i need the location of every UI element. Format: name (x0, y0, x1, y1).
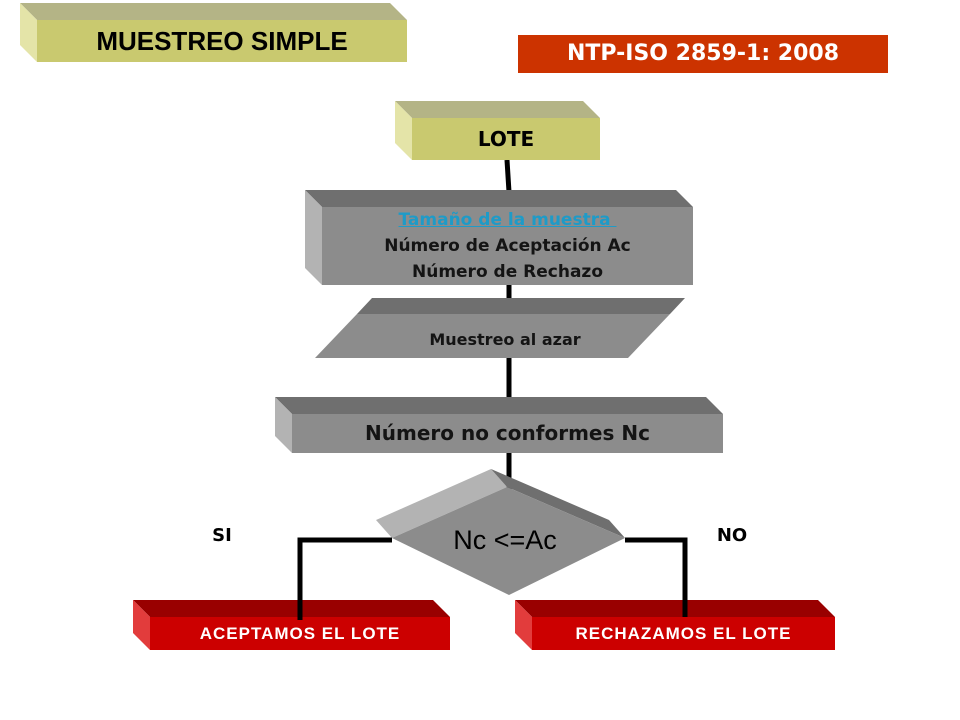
decision-node-front-face (392, 487, 625, 595)
lot-node-left-face (395, 101, 412, 160)
branch-no-connector (625, 537, 688, 617)
title-box-left-face (20, 3, 37, 62)
branch-yes-connector (297, 537, 392, 620)
accept-node (133, 600, 450, 650)
connector-lot-to-plan (504, 159, 512, 193)
title-box-top-face (20, 3, 407, 20)
count-node-front-face (292, 414, 723, 453)
lot-node-label: LOTE (477, 127, 535, 151)
branch-no-label: NO (716, 525, 748, 546)
title-box-front-face (37, 20, 407, 62)
decision-node (376, 469, 625, 595)
sampling-node-label: Muestreo al azar (429, 330, 581, 349)
sampling-node-top-face (357, 298, 685, 314)
sampling-node-front-face (315, 314, 670, 358)
plan-row-rejection-number: Número de Rechazo (411, 262, 604, 282)
sampling-node (315, 298, 685, 358)
reject-node (515, 600, 835, 650)
decision-branches (297, 537, 688, 620)
decision-node-upper-left-face (376, 469, 507, 538)
plan-node-left-face (305, 190, 322, 285)
branch-yes-label: SI (212, 525, 232, 546)
reject-node-front-face (532, 617, 835, 650)
accept-node-left-face (133, 600, 150, 650)
lot-node (395, 101, 600, 160)
lot-node-front-face (412, 118, 600, 160)
count-node-left-face (275, 397, 292, 453)
decision-node-upper-right-face (491, 469, 625, 538)
plan-node-top-face (305, 190, 693, 207)
decision-node-label: Nc <=Ac (453, 525, 557, 555)
standard-badge (518, 35, 888, 73)
count-node-top-face (275, 397, 723, 414)
reject-node-left-face (515, 600, 532, 650)
title-box (20, 3, 407, 62)
reject-node-label: RECHAZAMOS EL LOTE (575, 624, 792, 643)
plan-node (305, 190, 693, 285)
plan-node-front-face (322, 207, 693, 285)
sample-size-link[interactable]: Tamaño de la muestra (398, 210, 617, 230)
accept-node-label: ACEPTAMOS EL LOTE (199, 624, 401, 643)
count-node (275, 397, 723, 453)
count-node-label: Número no conformes Nc (365, 421, 650, 445)
plan-node-label: Tamaño de la muestra Número de Aceptació… (322, 207, 693, 285)
standard-badge-label: NTP-ISO 2859-1: 2008 (566, 41, 840, 66)
plan-row-sample-size: Tamaño de la muestra (322, 207, 693, 233)
slide-title: MUESTREO SIMPLE (96, 26, 348, 56)
reject-node-top-face (515, 600, 835, 617)
accept-node-front-face (150, 617, 450, 650)
plan-row-acceptance-number: Número de Aceptación Ac (384, 236, 631, 256)
lot-node-top-face (395, 101, 600, 118)
accept-node-top-face (133, 600, 450, 617)
